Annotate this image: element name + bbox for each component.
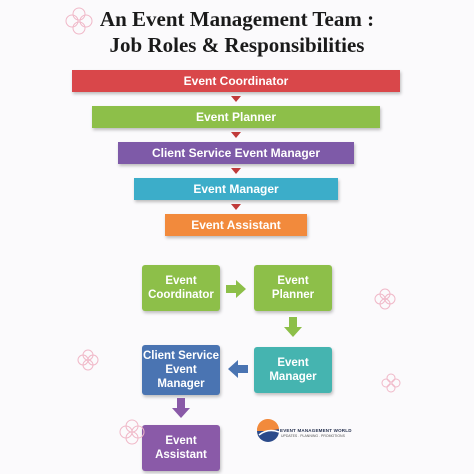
flow-box-event-manager: Event Manager bbox=[254, 347, 332, 393]
diagram-title: An Event Management Team : Job Roles & R… bbox=[0, 6, 474, 58]
hierarchy-label: Event Assistant bbox=[191, 218, 281, 232]
flower-decoration-icon bbox=[77, 349, 99, 371]
flow-box-label: Event Assistant bbox=[155, 435, 207, 461]
arrow-right-icon bbox=[226, 280, 246, 298]
hierarchy-bar-event-manager: Event Manager bbox=[134, 178, 338, 200]
hierarchy-label: Event Planner bbox=[195, 110, 277, 124]
title-line-1: An Event Management Team : bbox=[99, 7, 375, 31]
flow-box-label: Client Service Event Manager bbox=[142, 350, 220, 390]
flower-decoration-icon bbox=[374, 288, 396, 310]
arrow-down-icon bbox=[231, 168, 241, 174]
arrow-down-icon bbox=[231, 96, 241, 102]
flow-box-event-assistant: Event Assistant bbox=[142, 425, 220, 471]
logo-tagline: UPDATES . PLANNING . PROMOTIONS bbox=[281, 434, 345, 438]
hierarchy-label: Client Service Event Manager bbox=[151, 146, 321, 160]
flow-box-label: Event Planner bbox=[271, 275, 315, 301]
flow-box-label: Event Coordinator bbox=[148, 275, 214, 301]
event-management-world-logo-icon bbox=[256, 418, 280, 442]
hierarchy-bar-event-assistant: Event Assistant bbox=[165, 214, 307, 236]
flower-decoration-icon bbox=[65, 7, 93, 35]
flower-decoration-icon bbox=[381, 373, 401, 393]
hierarchy-bar-event-planner: Event Planner bbox=[92, 106, 380, 128]
arrow-down-icon bbox=[231, 204, 241, 210]
hierarchy-bar-client-service-event-manager: Client Service Event Manager bbox=[118, 142, 354, 164]
flow-box-event-planner: Event Planner bbox=[254, 265, 332, 311]
title-line-2: Job Roles & Responsibilities bbox=[109, 33, 365, 57]
arrow-down-icon bbox=[172, 398, 190, 418]
flow-box-label: Event Manager bbox=[269, 357, 317, 383]
flow-box-event-coordinator: Event Coordinator bbox=[142, 265, 220, 311]
flow-box-client-service-event-manager: Client Service Event Manager bbox=[142, 345, 220, 395]
arrow-left-icon bbox=[228, 360, 248, 378]
logo-name: EVENT MANAGEMENT WORLD bbox=[280, 428, 352, 433]
flower-decoration-icon bbox=[119, 419, 145, 445]
hierarchy-label: Event Coordinator bbox=[183, 74, 289, 88]
hierarchy-label: Event Manager bbox=[193, 182, 279, 196]
hierarchy-bar-event-coordinator: Event Coordinator bbox=[72, 70, 400, 92]
arrow-down-icon bbox=[284, 317, 302, 337]
arrow-down-icon bbox=[231, 132, 241, 138]
